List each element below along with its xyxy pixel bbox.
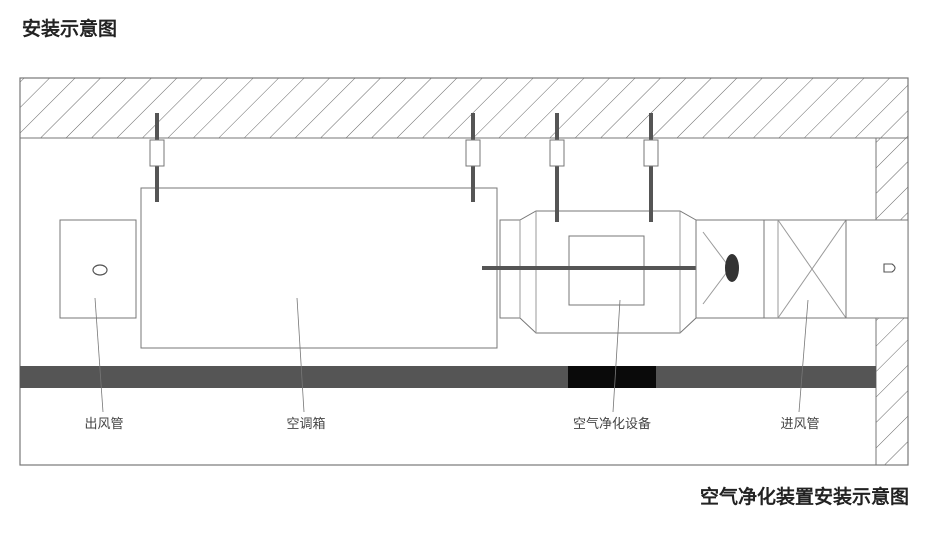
inlet-opening-icon <box>883 263 896 273</box>
diagram-caption: 空气净化装置安装示意图 <box>699 486 909 508</box>
label-purifier: 空气净化设备 <box>573 416 651 432</box>
label-outlet-duct: 出风管 <box>84 417 123 432</box>
floor-beam-block <box>568 366 656 388</box>
floor-beam <box>20 366 876 388</box>
ceiling-hatch <box>19 77 909 139</box>
damper-blade-icon <box>725 254 739 282</box>
ac-box <box>140 187 498 349</box>
wall-hatch-upper <box>875 137 909 221</box>
leader-lines <box>94 297 809 413</box>
outlet-duct-box <box>59 219 137 319</box>
label-ac-box: 空调箱 <box>286 416 325 432</box>
label-inlet-duct: 进风管 <box>780 417 819 432</box>
inlet-duct <box>845 219 909 319</box>
wall-hatch-lower <box>875 317 909 466</box>
hanger-clamps <box>149 139 659 167</box>
outlet-opening-icon <box>92 264 108 276</box>
purifier-filter <box>568 235 645 306</box>
page-heading: 安装示意图 <box>22 18 118 40</box>
filter-section <box>763 219 847 319</box>
